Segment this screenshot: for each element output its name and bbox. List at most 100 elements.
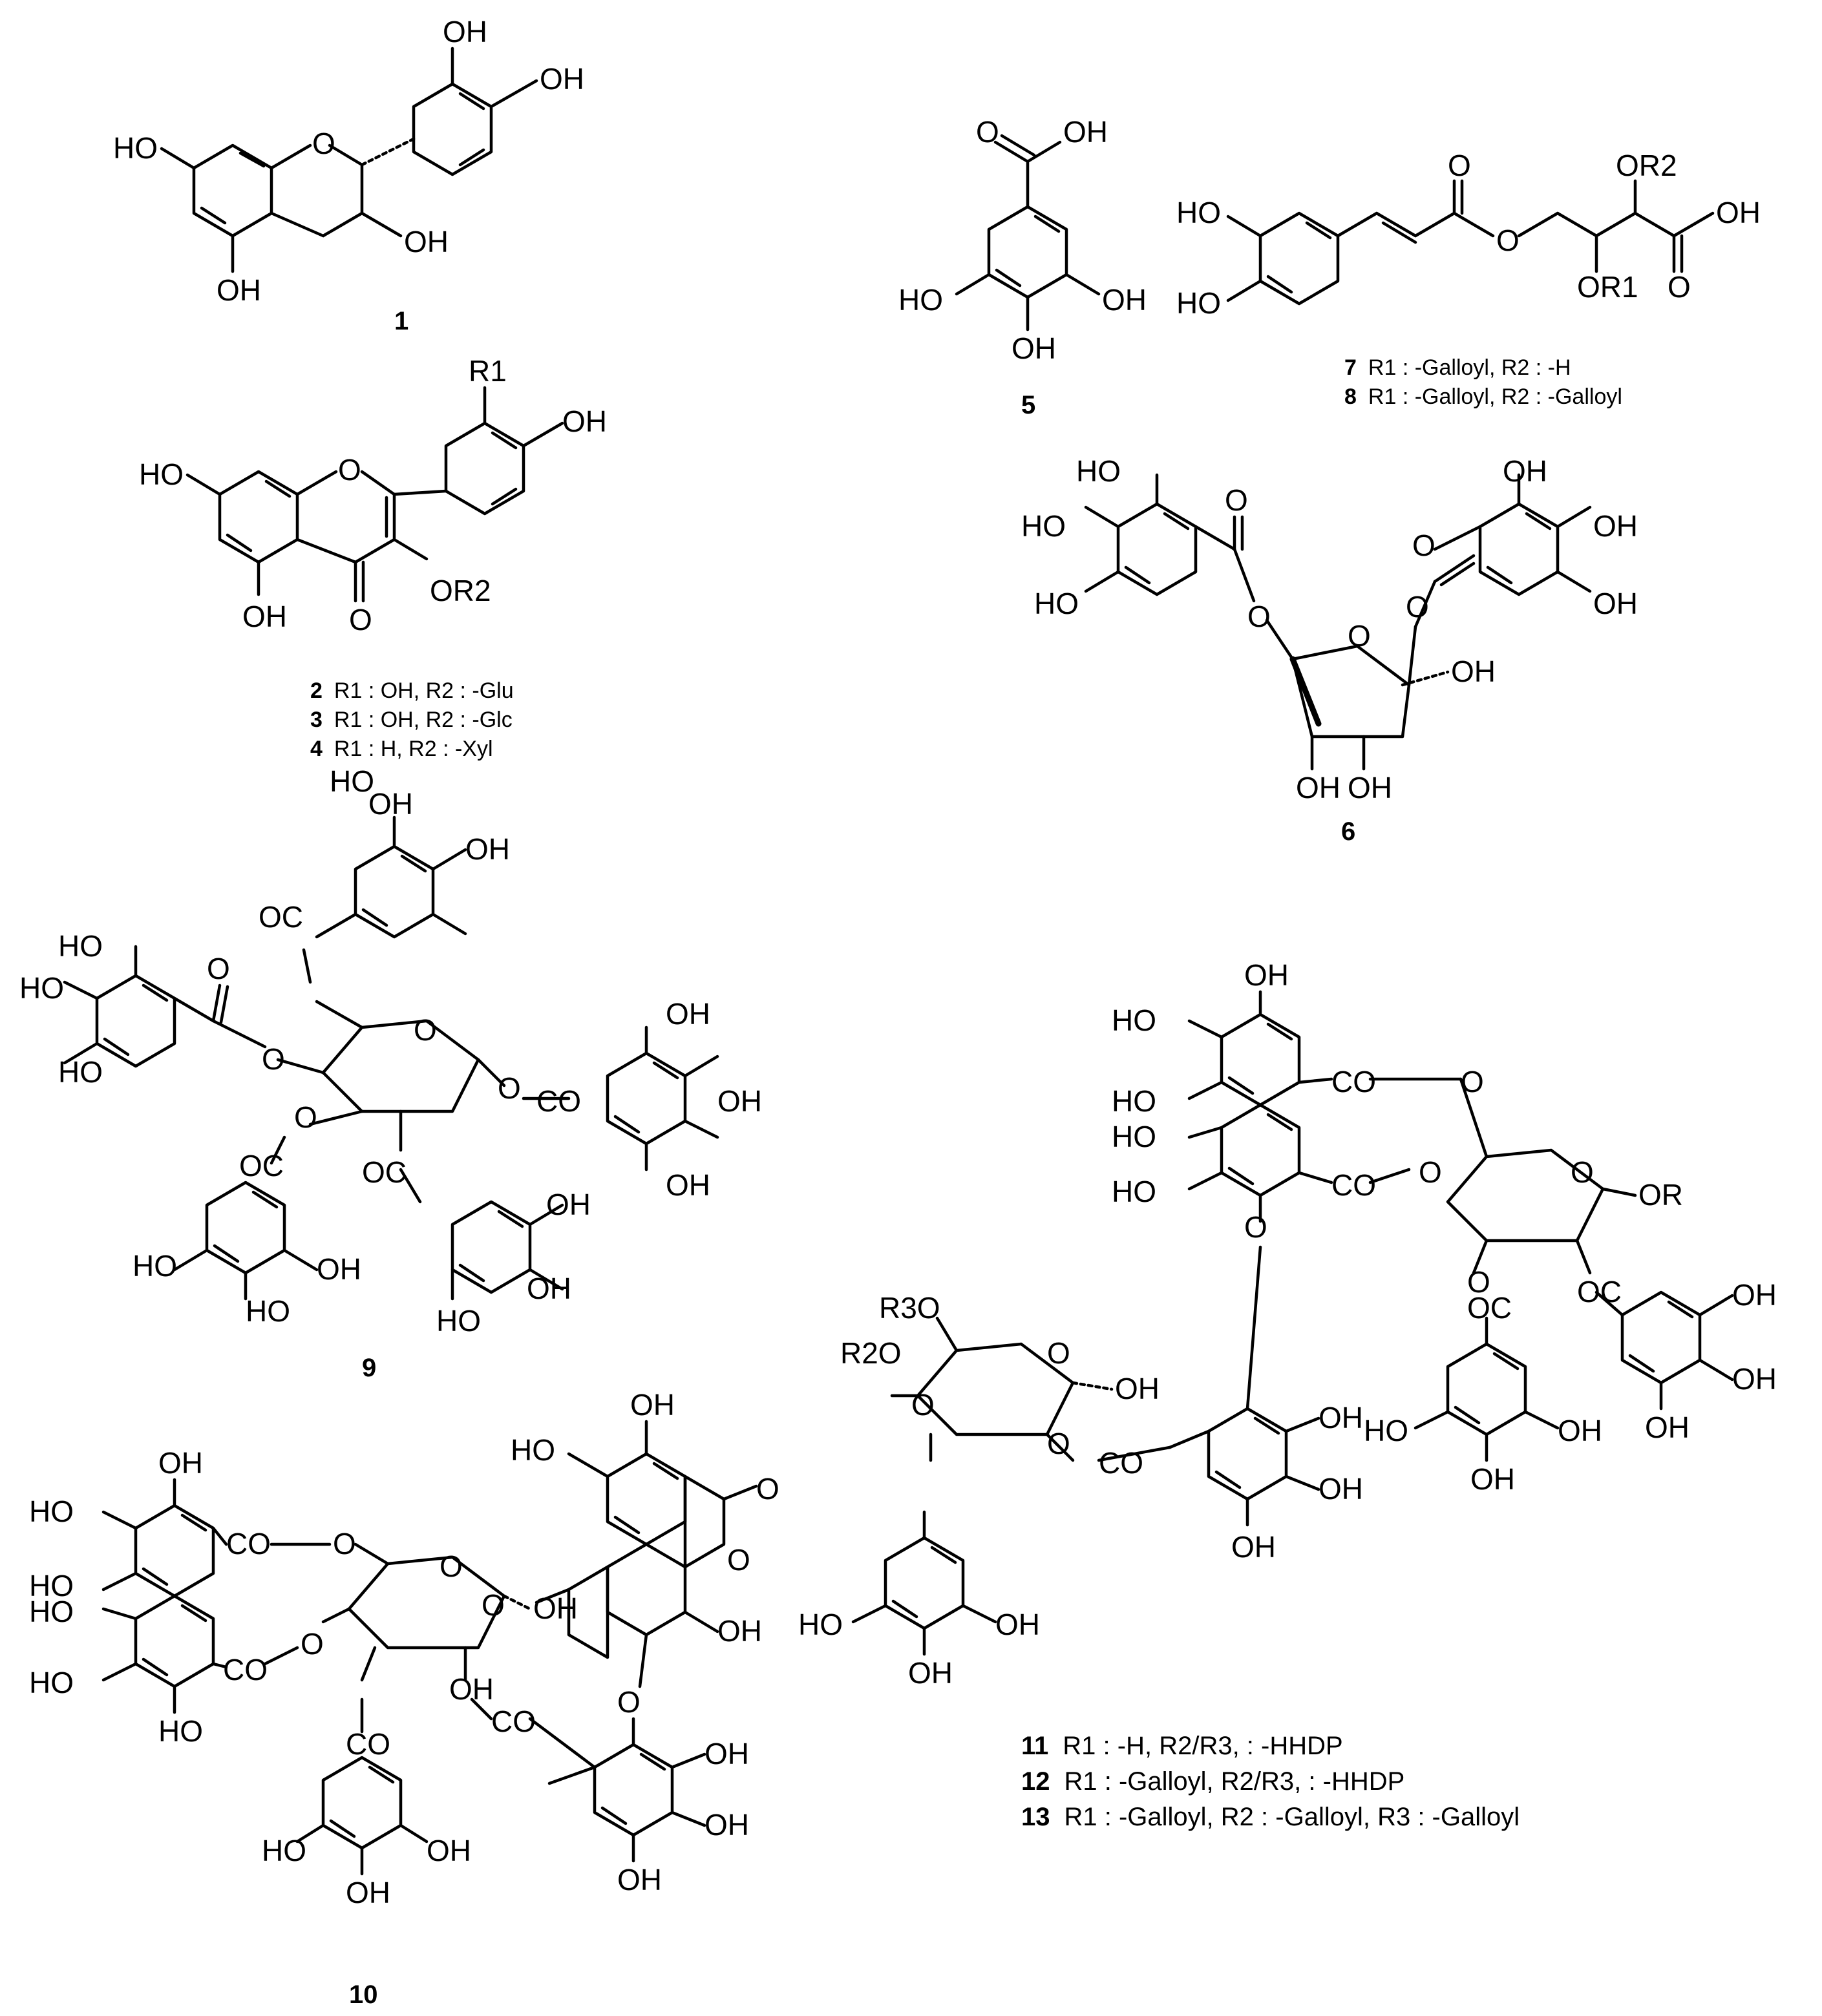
compound-5-number: 5	[1021, 391, 1035, 419]
c10-label-11: O	[333, 1527, 356, 1560]
c78-label-7: OR1	[1577, 270, 1638, 304]
c10-label-4: O	[727, 1543, 750, 1577]
c9-label-13: CO	[536, 1084, 581, 1118]
c9-label-15: OH	[717, 1084, 762, 1118]
c111213-label-22: OC	[1577, 1275, 1622, 1308]
c111213-caption-2-text: R1 : -Galloyl, R2/R3, : -HHDP	[1065, 1767, 1405, 1796]
c9-label-12: O	[294, 1100, 317, 1134]
c9-label-19: OH	[546, 1188, 591, 1221]
c78-label-6: OH	[1716, 196, 1761, 229]
compound-9-structure: HO OH OH HO HO HO OC O O O O O CO OH OH …	[19, 764, 762, 1382]
c10-label-21: CO	[491, 1705, 536, 1738]
c9-label-11: O	[498, 1071, 521, 1105]
c78-label-3: O	[1448, 149, 1471, 182]
c234-label-2: OH	[562, 404, 607, 438]
c10-label-26: HO	[262, 1834, 306, 1867]
compound-6-structure: HO HO HO O O O O O OH OH OH OH OH OH 6	[1021, 454, 1638, 846]
c111213-label-20: CO	[1099, 1446, 1143, 1480]
c234-caption-3-text: R1 : H, R2 : -Xyl	[334, 737, 493, 761]
compound-6-number: 6	[1341, 817, 1355, 846]
c234-label-7: O	[349, 603, 372, 636]
c111213-label-32: OH	[1645, 1411, 1690, 1444]
c1-label-3: HO	[113, 131, 158, 165]
compound-5-structure: O OH HO OH OH 5	[898, 115, 1147, 419]
c6-label-7: O	[1406, 590, 1429, 624]
c10-label-12: HO	[29, 1595, 74, 1628]
c111213-label-25: OH	[1231, 1530, 1276, 1564]
c111213-label-10: OR	[1638, 1178, 1683, 1212]
compound-11-13-structure: OH HO HO HO HO CO O O O OR CO O R3O R2O …	[798, 958, 1777, 1831]
c9-label-1: HO	[58, 929, 103, 963]
c10-label-22: O	[617, 1685, 641, 1719]
c111213-label-14: R2O	[840, 1336, 902, 1370]
c5-label-3: HO	[898, 283, 943, 317]
c5-label-1: O	[976, 115, 999, 149]
c10-label-27: OH	[427, 1834, 471, 1867]
c6-label-9: OH	[1451, 655, 1496, 688]
compound-9-number: 9	[362, 1354, 376, 1382]
c9-label-20: OH	[527, 1272, 571, 1305]
c111213-label-28: OH	[1470, 1462, 1515, 1496]
c78-label-5: OR2	[1616, 149, 1677, 182]
c78-caption-2-text: R1 : -Galloyl, R2 : -Galloyl	[1368, 384, 1622, 409]
c10-label-13: HO	[29, 1666, 74, 1699]
c111213-caption-3-text: R1 : -Galloyl, R2 : -Galloyl, R3 : -Gall…	[1065, 1803, 1520, 1831]
c111213-label-26: HO	[1364, 1414, 1408, 1447]
c78-label-8: O	[1668, 270, 1691, 304]
c9-label-14: OH	[666, 997, 710, 1031]
c234-label-3: HO	[139, 457, 184, 491]
c9-label-23: OH	[317, 1252, 361, 1286]
c6-label-2: HO	[1021, 509, 1066, 543]
c1-label-5: OH	[404, 225, 449, 258]
c10-label-17: OH	[533, 1591, 578, 1625]
c9-label-10: O	[414, 1013, 437, 1047]
c111213-label-27: OH	[1558, 1414, 1602, 1447]
c10-label-1: OH	[630, 1388, 675, 1422]
c111213-label-18: OH	[1115, 1372, 1160, 1405]
c111213-label-24: OH	[1319, 1472, 1363, 1506]
c111213-label-19: O	[1467, 1265, 1490, 1299]
c111213-label-4: HO	[1112, 1120, 1156, 1153]
c111213-label-23: OH	[1319, 1401, 1363, 1434]
c234-label-6: OH	[242, 600, 287, 633]
c111213-label-31: OH	[1732, 1362, 1777, 1396]
c9-label-2: OH	[368, 787, 413, 821]
c111213-label-13: R3O	[879, 1291, 940, 1325]
c10-label-18: HO	[158, 1714, 203, 1748]
c9-label-5: HO	[58, 1055, 103, 1089]
c78-label-2: HO	[1176, 286, 1221, 320]
c10-label-9: HO	[29, 1569, 74, 1602]
c9-label-16: OH	[666, 1168, 710, 1202]
c10-label-5: O	[482, 1588, 505, 1622]
c234-label-1: R1	[469, 354, 507, 388]
c9-label-21: HO	[132, 1249, 177, 1283]
c9-label-9: O	[262, 1042, 285, 1076]
c10-label-20: CO	[346, 1727, 390, 1761]
c6-label-12: OH	[1503, 454, 1547, 488]
c5-label-5: OH	[1012, 331, 1056, 365]
c111213-label-7: O	[1461, 1065, 1484, 1098]
c111213-label-17: O	[1047, 1427, 1070, 1460]
c1-label-6: OH	[217, 273, 261, 307]
c234-label-4: O	[338, 453, 361, 487]
c111213-label-5: HO	[1112, 1175, 1156, 1208]
compound-10-structure: OH HO O O O OH OH HO HO CO O HO HO CO O …	[29, 1388, 779, 2009]
compound-1-structure: OH OH HO O OH OH 1	[113, 15, 584, 335]
c9-label-6: HO	[330, 764, 374, 798]
c9-label-17: OC	[239, 1149, 284, 1182]
c111213-label-3: HO	[1112, 1084, 1156, 1118]
c9-label-3: OH	[465, 832, 510, 866]
c10-label-2: HO	[511, 1433, 555, 1467]
c78-caption-1-number: 7	[1344, 355, 1357, 380]
c111213-label-33: OH	[908, 1656, 953, 1690]
